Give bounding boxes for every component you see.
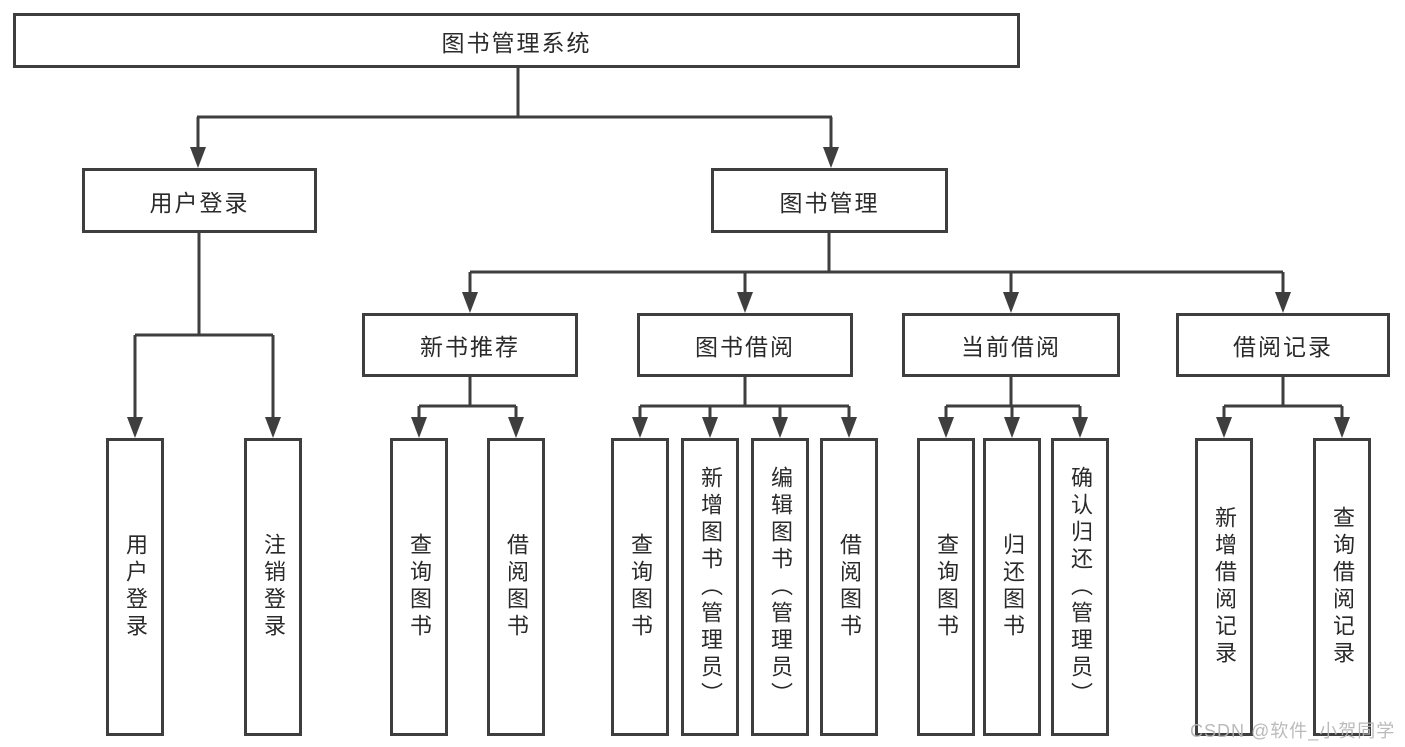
leaf-cb-confirm-return-admin: 确认归还（管理员）: [1051, 438, 1109, 736]
leaf-br-add-borrow-record: 新增借阅记录: [1195, 438, 1253, 736]
node-library-management-system: 图书管理系统: [13, 13, 1020, 68]
leaf-user-login: 用户登录: [106, 438, 164, 736]
leaf-nb-borrow-books: 借阅图书: [487, 438, 545, 736]
leaf-bb-query-books: 查询图书: [611, 438, 669, 736]
leaf-br-query-borrow-record: 查询借阅记录: [1313, 438, 1371, 736]
leaf-cb-return-books: 归还图书: [983, 438, 1041, 736]
node-book-management: 图书管理: [711, 168, 948, 233]
watermark-text: CSDN @软件_小贺同学: [1190, 721, 1396, 741]
leaf-logout: 注销登录: [244, 438, 302, 736]
node-borrowing-records: 借阅记录: [1176, 313, 1390, 377]
leaf-cb-query-books: 查询图书: [917, 438, 975, 736]
arrowheads: [127, 147, 1350, 438]
node-current-borrowing: 当前借阅: [902, 313, 1120, 377]
leaf-bb-add-book-admin: 新增图书（管理员）: [681, 438, 739, 736]
node-user-login: 用户登录: [82, 168, 317, 233]
leaf-nb-query-books: 查询图书: [390, 438, 448, 736]
node-new-book-recommendation: 新书推荐: [362, 313, 578, 377]
node-book-borrowing: 图书借阅: [637, 313, 853, 377]
leaf-bb-borrow-books: 借阅图书: [820, 438, 878, 736]
leaf-bb-edit-book-admin: 编辑图书（管理员）: [751, 438, 809, 736]
